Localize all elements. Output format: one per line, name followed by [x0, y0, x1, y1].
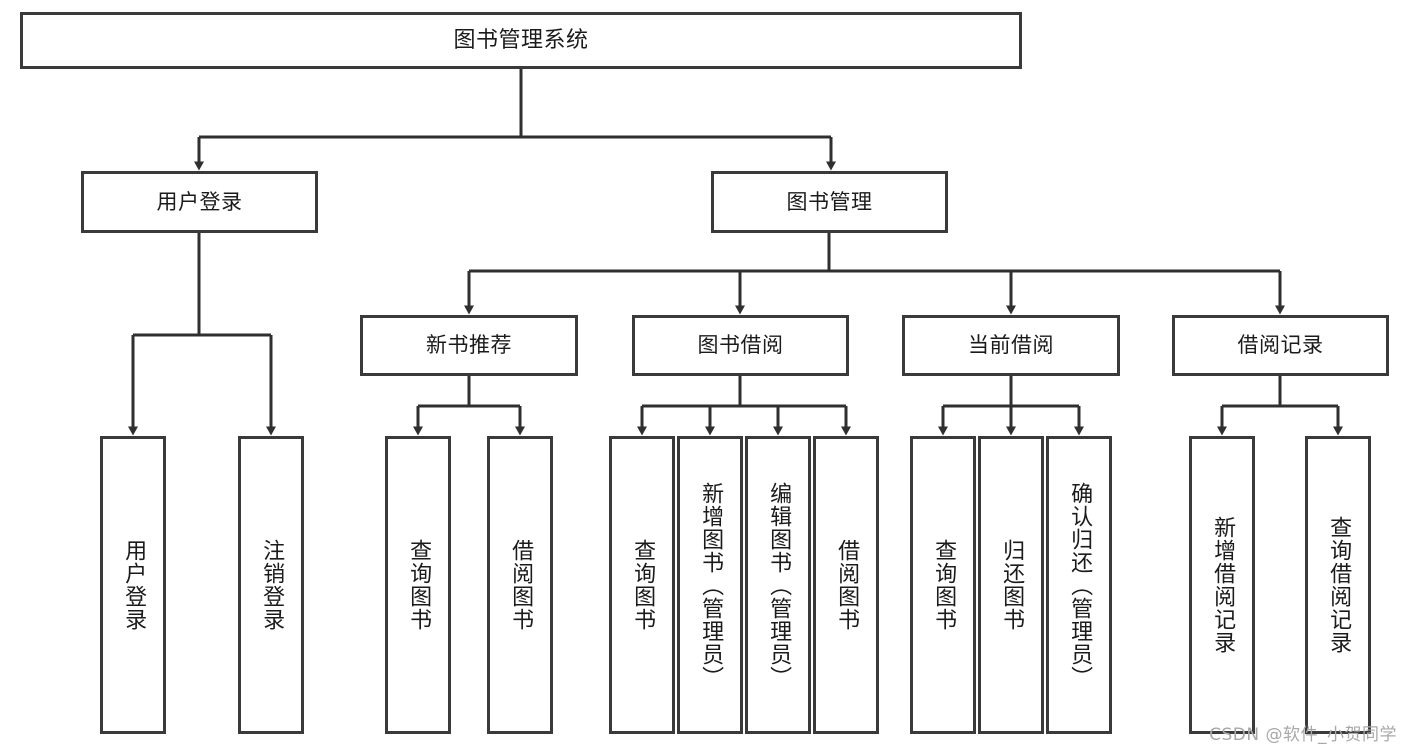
node-book-management[interactable]: 图书管理 [711, 171, 948, 233]
leaf-query-book-current[interactable]: 查询图书 [910, 436, 976, 734]
leaf-label: 编辑图书（管理员） [766, 481, 792, 689]
leaf-add-borrow-record[interactable]: 新增借阅记录 [1189, 436, 1255, 734]
node-current-borrow[interactable]: 当前借阅 [902, 315, 1120, 376]
leaf-label: 用户登录 [121, 539, 147, 631]
node-root-system[interactable]: 图书管理系统 [20, 12, 1022, 69]
node-label: 图书借阅 [697, 333, 784, 358]
node-label: 图书管理 [786, 189, 873, 214]
leaf-add-book-admin[interactable]: 新增图书（管理员） [677, 436, 743, 734]
node-new-book-recommend[interactable]: 新书推荐 [360, 315, 578, 376]
node-label: 借阅记录 [1237, 333, 1324, 358]
leaf-return-book[interactable]: 归还图书 [978, 436, 1044, 734]
leaf-label: 注销登录 [259, 539, 285, 631]
leaf-label: 查询图书 [406, 539, 432, 631]
leaf-label: 借阅图书 [508, 539, 534, 631]
node-user-login[interactable]: 用户登录 [81, 171, 318, 233]
leaf-label: 查询图书 [630, 539, 656, 631]
leaf-query-book-newbook[interactable]: 查询图书 [385, 436, 451, 734]
leaf-label: 查询借阅记录 [1326, 516, 1352, 654]
node-label: 新书推荐 [426, 333, 512, 358]
node-label: 用户登录 [156, 189, 243, 214]
leaf-label: 确认归还（管理员） [1067, 481, 1093, 689]
node-label: 图书管理系统 [453, 27, 589, 53]
leaf-label: 查询图书 [931, 539, 957, 631]
leaf-edit-book-admin[interactable]: 编辑图书（管理员） [745, 436, 811, 734]
leaf-query-book-borrow[interactable]: 查询图书 [609, 436, 675, 734]
leaf-label: 归还图书 [999, 539, 1025, 631]
leaf-label: 借阅图书 [834, 539, 860, 631]
leaf-user-logout[interactable]: 注销登录 [238, 436, 304, 734]
node-borrow-record[interactable]: 借阅记录 [1172, 315, 1389, 376]
leaf-confirm-return-admin[interactable]: 确认归还（管理员） [1046, 436, 1112, 734]
watermark-text: CSDN @软件_小贺同学 [1209, 725, 1397, 745]
leaf-borrow-book-newbook[interactable]: 借阅图书 [487, 436, 553, 734]
leaf-label: 新增借阅记录 [1210, 516, 1236, 654]
leaf-user-login[interactable]: 用户登录 [100, 436, 166, 734]
leaf-label: 新增图书（管理员） [698, 481, 724, 689]
node-book-borrow[interactable]: 图书借阅 [632, 315, 849, 376]
leaf-query-borrow-record[interactable]: 查询借阅记录 [1305, 436, 1371, 734]
node-label: 当前借阅 [968, 333, 1054, 358]
leaf-borrow-book[interactable]: 借阅图书 [813, 436, 879, 734]
